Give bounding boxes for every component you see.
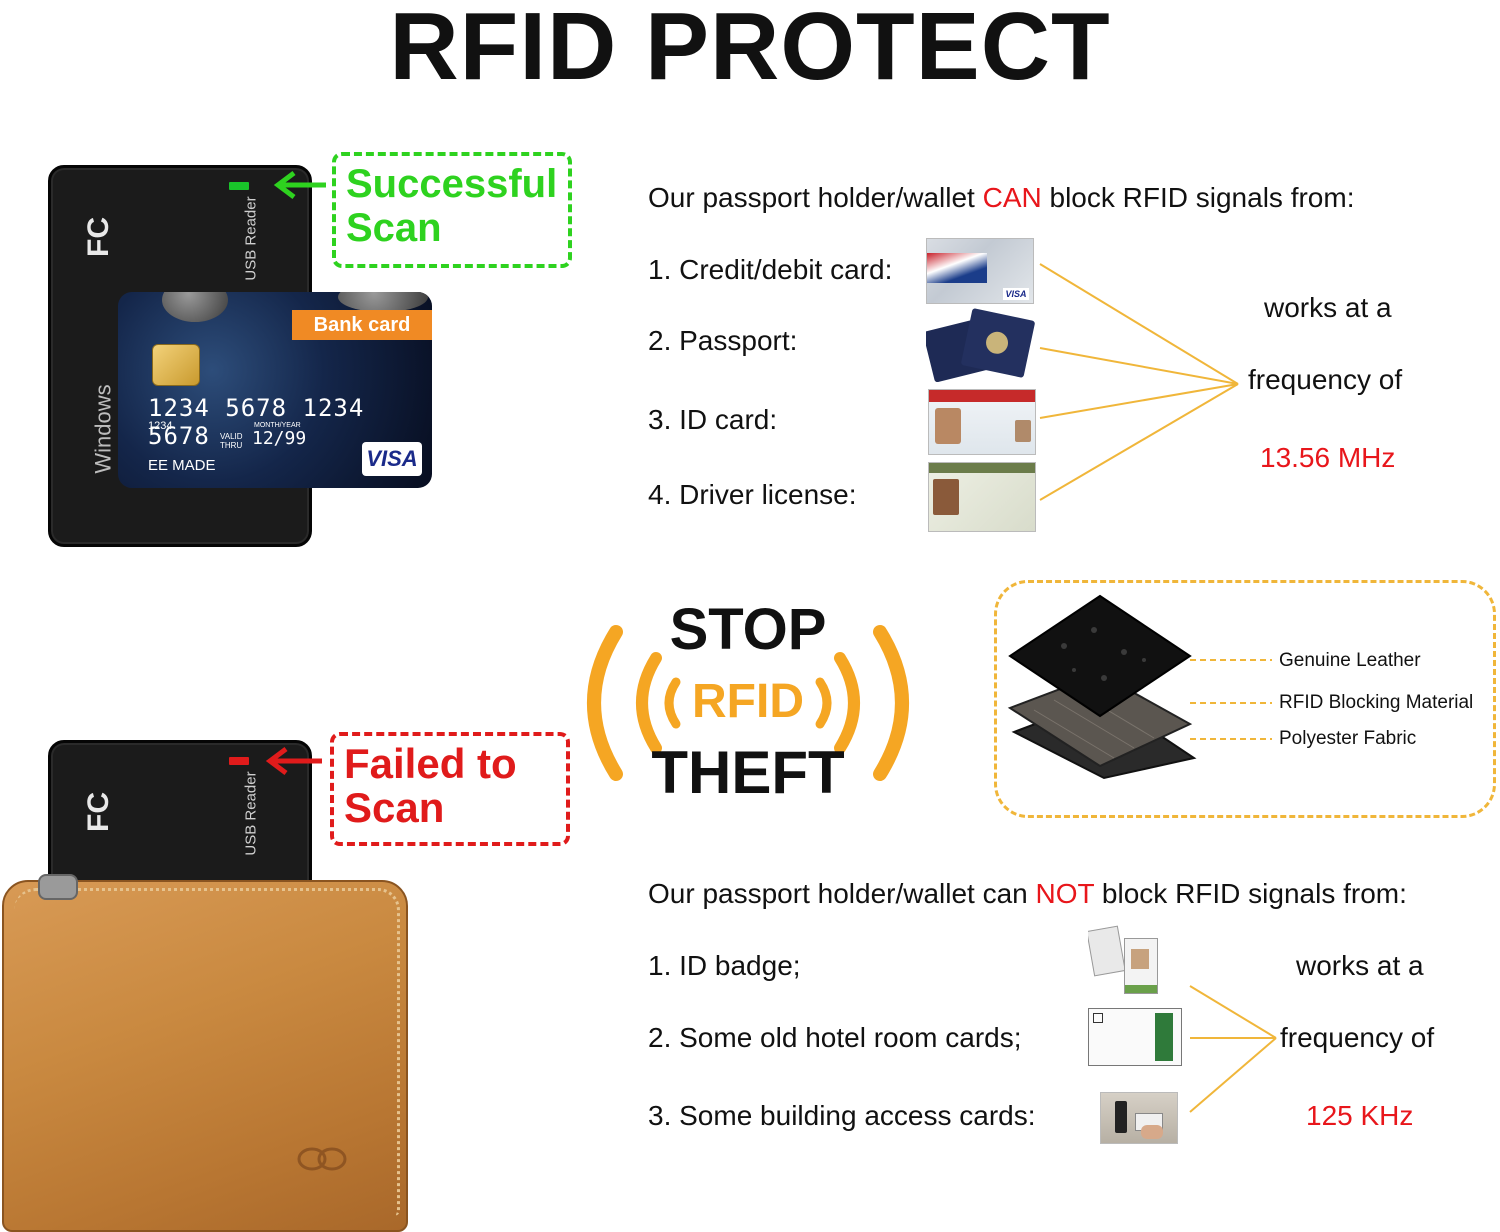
fc-logo: FC bbox=[82, 792, 115, 832]
led-indicator-red bbox=[229, 757, 249, 765]
visa-logo: VISA bbox=[362, 442, 422, 476]
usb-reader-label: USB Reader bbox=[242, 771, 260, 856]
wallet-brand-logo-icon bbox=[297, 1147, 347, 1171]
chip-icon bbox=[152, 344, 200, 386]
leather-wallet bbox=[2, 874, 408, 1232]
id-card-image bbox=[928, 389, 1036, 455]
can-block-heading: Our passport holder/wallet CAN block RFI… bbox=[648, 182, 1355, 213]
list-item-credit-card: 1. Credit/debit card: bbox=[648, 254, 893, 285]
arrow-left-green-icon bbox=[273, 171, 326, 199]
wallet-zipper bbox=[14, 888, 400, 1216]
successful-scan-box: Successful Scan bbox=[332, 152, 572, 268]
frequency-text-line-2: frequency of bbox=[1248, 364, 1403, 395]
list-item-hotel-card: 2. Some old hotel room cards; bbox=[648, 1022, 1022, 1053]
layer-label-rfid-blocking: RFID Blocking Material bbox=[1279, 692, 1474, 713]
rfid-text: RFID bbox=[692, 675, 804, 728]
passport-image bbox=[926, 308, 1038, 382]
list-item-id-badge: 1. ID badge; bbox=[648, 950, 801, 981]
card-number: 1234 5678 1234 5678 bbox=[148, 394, 365, 450]
page-title: RFID PROTECT bbox=[389, 0, 1111, 100]
stop-text: STOP bbox=[669, 597, 827, 662]
credit-card-image: VISA bbox=[926, 238, 1034, 304]
cannot-block-heading: Our passport holder/wallet can NOT block… bbox=[648, 878, 1407, 909]
frequency-connector-lines-125 bbox=[1189, 985, 1277, 1113]
failed-scan-box: Failed to Scan bbox=[330, 732, 570, 846]
card-sub-number: 1234 bbox=[148, 420, 173, 432]
usb-reader-label: USB Reader bbox=[242, 196, 260, 281]
not-highlight: NOT bbox=[1035, 878, 1095, 909]
layer-label-leather: Genuine Leather bbox=[1279, 650, 1421, 671]
card-holder: EE MADE bbox=[148, 457, 216, 474]
list-item-driver-license: 4. Driver license: bbox=[648, 479, 857, 510]
frequency-value-125: 125 KHz bbox=[1306, 1100, 1414, 1131]
layer-label-polyester: Polyester Fabric bbox=[1279, 728, 1417, 749]
material-layers-icon bbox=[1007, 594, 1197, 780]
theft-text: THEFT bbox=[651, 739, 845, 806]
arrow-left-red-icon bbox=[265, 747, 322, 775]
id-badge-image bbox=[1088, 924, 1160, 996]
rfid-wave-icon bbox=[587, 625, 909, 781]
card-expiry: 12/99 bbox=[252, 428, 307, 449]
list-item-id-card: 3. ID card: bbox=[648, 404, 778, 435]
frequency-text-line-1-125: works at a bbox=[1296, 950, 1424, 981]
status-line-1: Successful bbox=[346, 162, 558, 206]
can-highlight: CAN bbox=[982, 182, 1042, 213]
status-line-2: Scan bbox=[346, 206, 442, 250]
frequency-connector-lines bbox=[1039, 263, 1239, 501]
zipper-pull-icon bbox=[38, 874, 78, 900]
month-year-label: MONTH/YEAR bbox=[254, 422, 301, 429]
hotel-card-image bbox=[1088, 1008, 1182, 1066]
access-card-image bbox=[1100, 1092, 1178, 1144]
frequency-text-line-2-125: frequency of bbox=[1280, 1022, 1435, 1053]
driver-license-image bbox=[928, 462, 1036, 532]
status-line-2: Scan bbox=[344, 784, 445, 831]
frequency-value: 13.56 MHz bbox=[1260, 442, 1396, 473]
fc-logo: FC bbox=[82, 217, 115, 257]
led-indicator-green bbox=[229, 182, 249, 190]
frequency-text-line-1: works at a bbox=[1264, 292, 1392, 323]
valid-thru-label: VALID THRU bbox=[220, 432, 243, 450]
windows-label: Windows bbox=[90, 384, 116, 474]
layer-leader-lines bbox=[1190, 659, 1272, 740]
bank-card-tag: Bank card bbox=[292, 310, 432, 340]
list-item-access-card: 3. Some building access cards: bbox=[648, 1100, 1036, 1131]
status-line-1: Failed to bbox=[344, 740, 517, 787]
material-layers-box bbox=[994, 580, 1496, 818]
bank-card: Bank card 1234 5678 1234 5678 1234 VALID… bbox=[118, 292, 432, 488]
list-item-passport: 2. Passport: bbox=[648, 325, 798, 356]
